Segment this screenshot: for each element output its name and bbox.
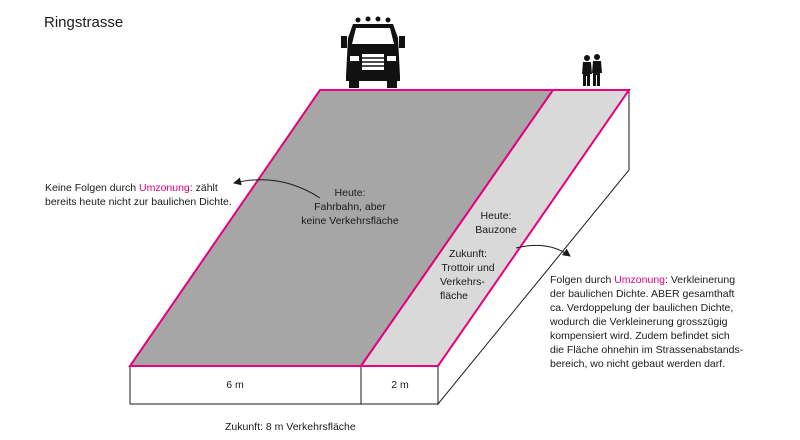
arrow-left-note — [233, 177, 321, 199]
truck-icon — [341, 16, 405, 88]
zone-future-label: Zukunft: Trottoir und — [428, 247, 508, 275]
road-label: Heute: Fahrbahn, aber keine Verkehrsfläc… — [290, 186, 410, 228]
sidewalk-width-label: 2 m — [391, 379, 409, 391]
right-note-line6: die Fläche ohnehin im Strassenabstands- — [550, 344, 744, 356]
road-label-line1: Heute: — [334, 187, 366, 199]
future-total-label: Zukunft: 8 m Verkehrsfläche — [225, 421, 356, 433]
right-note-highlight: Umzonung — [614, 274, 665, 286]
left-note-highlight: Umzonung — [138, 182, 190, 194]
zone-future-line1: Zukunft: — [449, 248, 487, 260]
zone-future-line4: fläche — [440, 290, 469, 302]
left-note-line2: bereits heute nicht zur baulichen Dichte… — [45, 196, 232, 208]
diagram-title: Ringstrasse — [44, 14, 124, 31]
right-note-line4: wodurch die Verkleinerung grosszügig — [550, 316, 728, 328]
road-label-line3: keine Verkehrsfläche — [301, 215, 399, 227]
right-note-prefix: Folgen durch — [550, 274, 615, 286]
right-note-line3: ca. Verdoppelung der baulichen Dichte, — [550, 302, 734, 314]
road-width-label: 6 m — [226, 379, 244, 391]
right-note: Folgen durch Umzonung: Verkleinerung der… — [550, 273, 785, 371]
arrow-right-note — [515, 244, 571, 257]
zone-future-line2: Trottoir und — [441, 262, 495, 274]
right-note-line7: bereich, wo nicht gebaut werden darf. — [550, 358, 726, 370]
pedestrians-icon — [582, 54, 602, 86]
zone-future-line3: Verkehrs- — [440, 276, 485, 288]
zone-today-line2: Bauzone — [475, 224, 517, 236]
right-note-suffix: : Verkleinerung — [665, 274, 736, 286]
zone-future-label-cont: Verkehrs- fläche — [440, 275, 500, 303]
left-note: Keine Folgen durch Umzonung: zählt berei… — [45, 181, 245, 209]
right-note-line2: der baulichen Dichte. ABER gesamthaft — [550, 288, 735, 300]
road-label-line2: Fahrbahn, aber — [314, 201, 386, 213]
right-note-line5: kompensiert wird. Zudem befindet sich — [550, 330, 730, 342]
slab-front-face — [129, 365, 439, 405]
left-note-prefix: Keine Folgen durch — [45, 182, 139, 194]
sidewalk-surface — [359, 89, 631, 367]
left-note-suffix: : zählt — [189, 182, 218, 194]
zone-today-line1: Heute: — [480, 210, 512, 222]
zone-today-label: Heute: Bauzone — [466, 209, 526, 237]
